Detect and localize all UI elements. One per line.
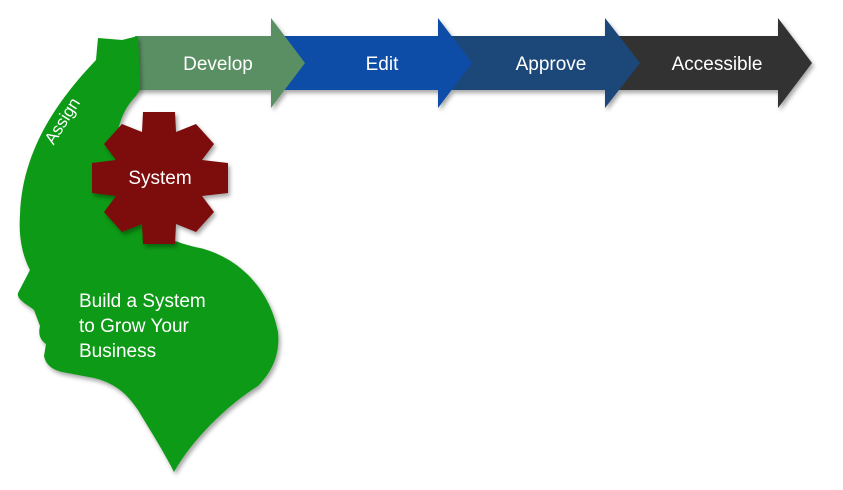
step-label-approve: Approve [516,54,587,75]
step-label-develop: Develop [183,54,253,75]
process-arrows [135,18,812,108]
arrow-develop [135,18,305,108]
head-text-line-1: Build a System [79,291,206,312]
gear-label: System [128,168,191,189]
gear-icon [92,112,228,244]
arrow-edit [275,18,472,108]
head-shape [17,36,279,472]
gear-shape [92,112,228,244]
arrow-labels: Develop Edit Approve Accessible [183,54,762,75]
head-silhouette [17,36,279,472]
arrow-accessible [615,18,812,108]
arrow-approve [445,18,640,108]
head-text-line-3: Business [79,341,156,362]
step-label-accessible: Accessible [672,54,763,75]
head-text-line-2: to Grow Your [79,316,190,337]
head-text: Build a System to Grow Your Business [79,291,206,362]
step-label-edit: Edit [366,54,399,75]
